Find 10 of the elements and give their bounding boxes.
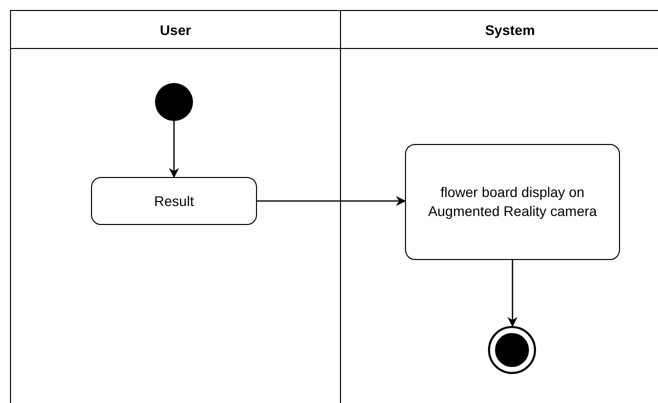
action-box: flower board display on Augmented Reality camera [405,144,620,260]
action-box: Result [91,177,257,225]
lane-header: User [160,22,192,38]
swimlane [10,10,341,403]
final-node [488,326,536,374]
arrow [508,260,518,327]
arrow [257,196,406,206]
arrow [169,121,179,178]
lane-header: System [485,22,535,38]
initial-node [155,83,193,121]
